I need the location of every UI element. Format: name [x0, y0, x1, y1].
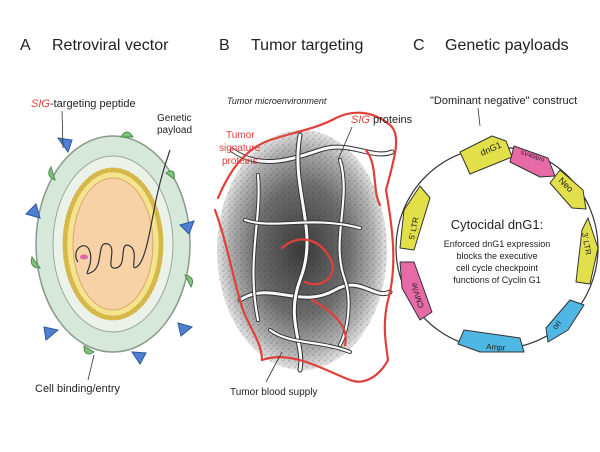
segment-5-ltr [399, 185, 431, 251]
segment-3-ltr [575, 217, 599, 285]
sig-peptide-label: SIG-targeting peptide [31, 98, 136, 110]
cell-entry-label: Cell binding/entry [35, 383, 120, 395]
green-knob [184, 274, 193, 289]
panel-c-letter: C [413, 37, 425, 54]
blue-receptor [131, 351, 147, 365]
sig-proteins-italic: SIG [351, 114, 370, 126]
microenvironment-label: Tumor microenvironment [227, 96, 327, 106]
sig-italic: SIG [31, 98, 50, 110]
blue-receptor [43, 326, 60, 341]
blue-receptor [177, 322, 194, 337]
green-knobs [30, 131, 193, 355]
payload-label-1: Genetic [157, 113, 191, 124]
panel-b-title: Tumor targeting [251, 37, 363, 54]
blue-receptor [25, 203, 41, 219]
payload-marker [80, 254, 88, 260]
green-knob [48, 165, 56, 181]
blue-receptor [56, 137, 73, 154]
sig-proteins-rest: proteins [370, 114, 413, 126]
panel-b-letter: B [219, 37, 230, 54]
green-knob [83, 345, 95, 355]
tsp-label-3: proteins [222, 156, 258, 167]
segment-dng1 [459, 135, 513, 175]
sig-pointer [61, 110, 64, 149]
segment-ampr [457, 329, 525, 353]
center-line-1: Enforced dnG1 expression [444, 239, 551, 249]
tsp-label-1: Tumor [226, 130, 255, 141]
green-knob [30, 255, 41, 269]
tsp-label-2: signature [219, 143, 261, 154]
panel-a-letter: A [20, 37, 31, 54]
panel-c: C Genetic payloads "Dominant negative" c… [395, 37, 599, 353]
center-line-4: functions of Cyclin G1 [453, 275, 541, 285]
sig-proteins-label: SIG proteins [351, 114, 413, 126]
sig-proteins-pointer [337, 126, 353, 161]
blue-receptors [25, 137, 195, 365]
center-line-3: cell cycle checkpoint [456, 263, 539, 273]
plasmid-segments [399, 135, 599, 353]
blood-supply-pointer [265, 351, 283, 383]
segment-ori [545, 299, 585, 343]
ampr-label: Ampr [486, 342, 506, 353]
construct-label: "Dominant negative" construct [430, 95, 577, 107]
blue-receptor [179, 220, 195, 235]
blood-supply-label: Tumor blood supply [230, 387, 317, 398]
green-knob [165, 170, 175, 180]
segment-sv40-promoter [509, 145, 556, 178]
green-knob [120, 131, 134, 138]
center-title: Cytocidal dnG1: [451, 217, 544, 232]
panel-b: B Tumor targeting Tumor microenvironment [213, 37, 413, 398]
entry-pointer [87, 354, 95, 381]
ltr3-label: 3' LTR [580, 232, 593, 256]
sig-peptide-rest: -targeting peptide [50, 98, 136, 110]
signature-protein-strands [213, 111, 398, 383]
panel-a: A Retroviral vector [20, 37, 195, 395]
vector-core [72, 177, 154, 311]
segment-cmv-ie [399, 261, 433, 321]
construct-pointer [477, 107, 481, 127]
panel-c-title: Genetic payloads [445, 37, 569, 54]
center-line-2: blocks the executive [456, 251, 537, 261]
blood-vessels [229, 132, 395, 373]
segment-neo [549, 169, 587, 210]
genetic-payload-strand [75, 149, 171, 275]
payload-label-2: payload [157, 125, 192, 136]
panel-a-title: Retroviral vector [52, 37, 169, 54]
